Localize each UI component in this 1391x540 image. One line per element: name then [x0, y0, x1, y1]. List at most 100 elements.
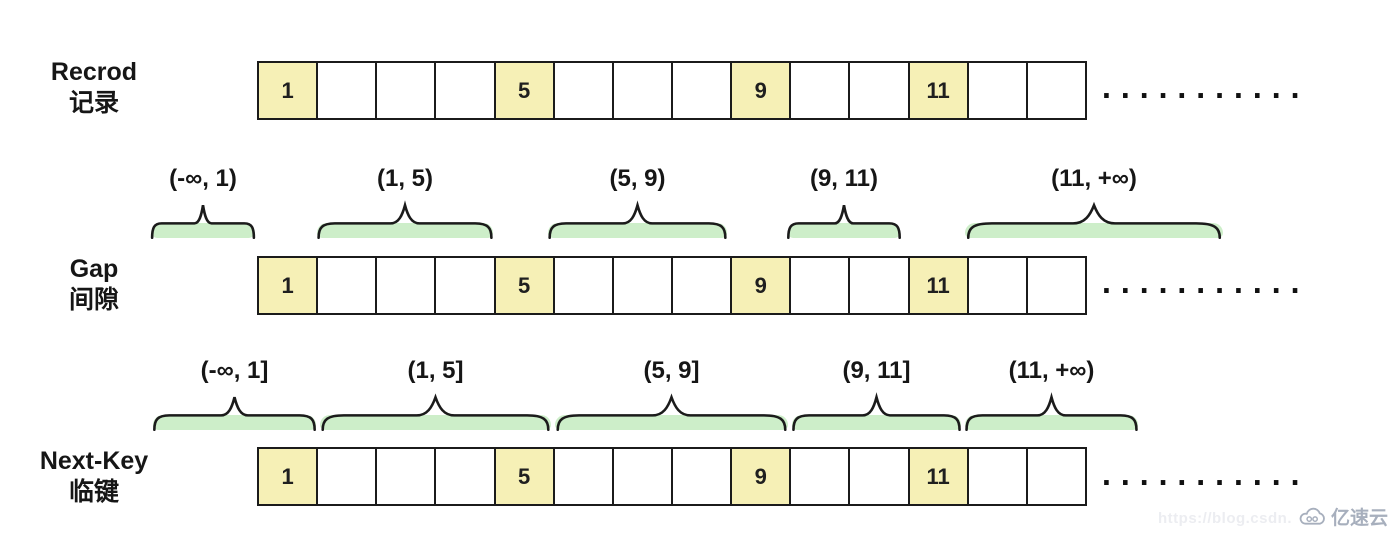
curly-brace-icon: [790, 391, 963, 431]
nextkey-interval-9-11: (9, 11]: [790, 355, 963, 431]
curly-brace-icon: [546, 199, 729, 239]
cell-value-9: 9: [730, 63, 790, 118]
curly-brace-icon: [963, 391, 1140, 431]
cell-empty: [375, 63, 435, 118]
cell-empty: [966, 258, 1026, 313]
cell-empty: [670, 258, 731, 313]
watermark-logo-text: 亿速云: [1331, 508, 1389, 529]
cell-value-11: 11: [907, 258, 967, 313]
cell-empty: [1025, 258, 1085, 313]
cell-value-11: 11: [907, 63, 967, 118]
record-row-label: Recrod 记录: [8, 57, 180, 119]
cell-empty: [552, 63, 612, 118]
interval-label: (9, 11): [809, 165, 879, 192]
brace-icon: [790, 391, 963, 431]
gap-label-en: Gap: [69, 255, 119, 283]
curly-brace-icon: [150, 199, 256, 239]
gap-highlight-bar: [788, 223, 900, 238]
cell-value-1: 1: [259, 258, 317, 313]
watermark-logo: 亿速云: [1298, 503, 1388, 530]
cell-empty: [434, 63, 494, 118]
cell-empty: [1025, 63, 1085, 118]
nextkey-interval-5-9: (5, 9]: [553, 355, 790, 431]
cell-empty: [375, 258, 435, 313]
brace-icon: [963, 391, 1140, 431]
gap-cell-row: 1 5 9 11: [257, 256, 1087, 315]
cell-value-11: 11: [907, 449, 967, 504]
cell-empty: [670, 449, 731, 504]
curly-brace-icon: [786, 199, 902, 239]
cell-value-5: 5: [493, 449, 553, 504]
cell-empty: [789, 63, 849, 118]
gap-label-zh: 间隙: [68, 286, 119, 314]
interval-label: (5, 9): [609, 165, 666, 192]
interval-label: (1, 5): [376, 165, 433, 192]
gap-row-label: Gap 间隙: [8, 254, 180, 316]
interval-label: (5, 9]: [643, 357, 700, 384]
curly-brace-icon: [963, 199, 1225, 239]
record-label-zh: 记录: [68, 89, 119, 117]
cell-value-1: 1: [259, 449, 317, 504]
brace-icon: [546, 199, 729, 239]
brace-icon: [786, 199, 902, 239]
gap-row-ellipsis: ...........: [1098, 267, 1306, 300]
cell-empty: [375, 449, 435, 504]
cell-empty: [789, 449, 849, 504]
gap-interval-5-9: (5, 9): [546, 163, 729, 239]
interval-label: (11, +∞): [1008, 357, 1095, 384]
cell-empty: [316, 449, 376, 504]
gap-interval-9-11: (9, 11): [786, 163, 902, 239]
nextkey-interval-11-posinf: (11, +∞): [963, 355, 1140, 431]
brace-icon: [318, 391, 553, 431]
curly-brace-icon: [318, 391, 553, 431]
interval-label: (-∞, 1]: [200, 357, 269, 384]
cell-empty: [434, 258, 494, 313]
curly-brace-icon: [553, 391, 790, 431]
nextkey-interval-neginf-1: (-∞, 1]: [151, 355, 318, 431]
cell-empty: [552, 258, 612, 313]
cell-value-9: 9: [730, 449, 790, 504]
brace-icon: [315, 199, 495, 239]
brace-icon: [151, 391, 318, 431]
nextkey-label-en: Next-Key: [39, 447, 149, 475]
gap-highlight-bar: [548, 223, 727, 238]
cell-empty: [966, 449, 1026, 504]
gap-highlight-bar: [965, 223, 1223, 238]
nextkey-label-zh: 临键: [68, 478, 119, 506]
cell-empty: [316, 63, 376, 118]
gap-highlight-bar: [152, 223, 254, 238]
interval-label: (1, 5]: [407, 357, 464, 384]
cell-value-1: 1: [259, 63, 317, 118]
cell-empty: [1025, 449, 1085, 504]
cell-empty: [316, 258, 376, 313]
cell-empty: [611, 63, 671, 118]
nextkey-interval-1-5: (1, 5]: [318, 355, 553, 431]
curly-brace-icon: [151, 391, 318, 431]
cell-empty: [611, 258, 671, 313]
cell-empty: [611, 449, 671, 504]
gap-highlight-bar: [792, 415, 961, 430]
gap-highlight-bar: [320, 415, 551, 430]
nextkey-row-label: Next-Key 临键: [8, 446, 180, 508]
cell-value-5: 5: [493, 258, 553, 313]
gap-interval-11-posinf: (11, +∞): [963, 163, 1225, 239]
cell-empty: [848, 258, 908, 313]
cell-empty: [848, 449, 908, 504]
cell-empty: [552, 449, 612, 504]
cell-empty: [848, 63, 908, 118]
gap-interval-1-5: (1, 5): [315, 163, 495, 239]
gap-highlight-bar: [317, 223, 493, 238]
record-row-ellipsis: ...........: [1098, 72, 1306, 105]
cell-empty: [966, 63, 1026, 118]
interval-label: (11, +∞): [1051, 165, 1137, 192]
cell-value-9: 9: [730, 258, 790, 313]
brace-icon: [963, 199, 1225, 239]
cloud-icon: [1299, 507, 1325, 525]
nextkey-cell-row: 1 5 9 11: [257, 447, 1087, 506]
curly-brace-icon: [315, 199, 495, 239]
gap-highlight-bar: [965, 415, 1138, 430]
cell-empty: [789, 258, 849, 313]
cell-empty: [670, 63, 731, 118]
